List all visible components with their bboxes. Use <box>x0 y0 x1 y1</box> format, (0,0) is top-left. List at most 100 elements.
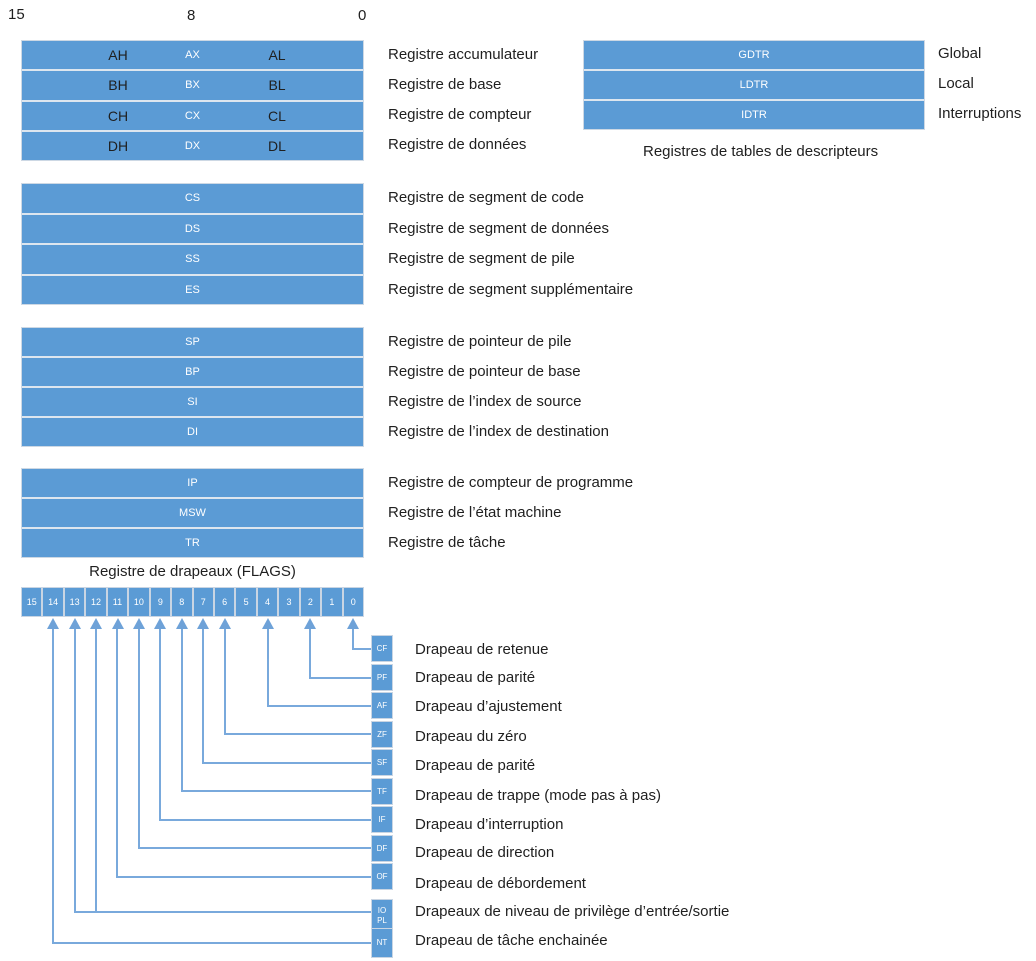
flags-bit-13: 13 <box>63 587 86 617</box>
register-cx-row: CH CX CL <box>22 102 363 132</box>
desc-overflow-flag: Drapeau de débordement <box>415 875 586 892</box>
register-msw-row: MSW <box>22 499 363 529</box>
desc-base-pointer: Registre de pointeur de base <box>388 363 581 380</box>
connector-pf-hline <box>309 677 371 679</box>
connector-nt-hline <box>52 942 371 944</box>
flag-pf-box: PF <box>371 664 393 691</box>
connector-tf-vline <box>181 629 183 792</box>
control-registers-block: IP MSW TR <box>21 468 364 558</box>
flags-bit-0: 0 <box>342 587 364 617</box>
desc-sign-flag: Drapeau de parité <box>415 757 536 774</box>
register-sp-row: SP <box>22 328 363 358</box>
descriptor-tables-caption: Registres de tables de descripteurs <box>643 143 879 160</box>
connector-zf-hline <box>224 733 371 735</box>
register-si-row: SI <box>22 388 363 418</box>
desc-nested-task-flag: Drapeau de tâche enchainée <box>415 932 608 949</box>
register-ldtr-label: LDTR <box>739 79 769 91</box>
bit-scale-0: 0 <box>358 7 367 24</box>
connector-cf-vline <box>352 629 354 650</box>
register-idtr-label: IDTR <box>741 109 767 121</box>
connector-if-vline <box>159 629 161 821</box>
register-al-label: AL <box>268 47 286 64</box>
connector-af-vline <box>267 629 269 707</box>
general-registers-block: AH AX AL BH BX BL CH CX CL DH DX DL <box>21 40 364 161</box>
register-ax-row: AH AX AL <box>22 41 363 72</box>
flag-iopl-box: IO PL <box>371 899 393 933</box>
register-sp-label: SP <box>185 336 200 348</box>
register-tr-label: TR <box>185 537 200 549</box>
register-bl-label: BL <box>268 77 286 94</box>
pointer-registers-block: SP BP SI DI <box>21 327 364 447</box>
arrow-bit10-icon <box>133 618 145 629</box>
flags-bit-row: 15 14 13 12 11 10 9 8 7 6 5 4 3 2 1 0 <box>21 587 364 617</box>
connector-if-hline <box>159 819 371 821</box>
flag-if-label: IF <box>378 814 386 824</box>
connector-df-hline <box>138 847 371 849</box>
register-es-row: ES <box>22 276 363 305</box>
register-si-label: SI <box>187 396 198 408</box>
arrow-bit4-icon <box>262 618 274 629</box>
register-bp-row: BP <box>22 358 363 388</box>
desc-source-index: Registre de l’index de source <box>388 393 582 410</box>
connector-nt-vline <box>52 629 54 944</box>
register-ldtr-row: LDTR <box>584 71 924 101</box>
desc-data: Registre de données <box>388 136 527 153</box>
flag-nt-box: NT <box>371 928 393 958</box>
flag-af-box: AF <box>371 692 393 719</box>
flag-zf-box: ZF <box>371 721 393 748</box>
flag-df-label: DF <box>376 843 388 853</box>
register-gdtr-label: GDTR <box>738 49 770 61</box>
desc-task-register: Registre de tâche <box>388 534 506 551</box>
connector-zf-vline <box>224 629 226 735</box>
desc-trap-flag: Drapeau de trappe (mode pas à pas) <box>415 787 661 804</box>
register-bx-label: BX <box>185 79 200 92</box>
register-idtr-row: IDTR <box>584 101 924 129</box>
desc-iopl-flag: Drapeaux de niveau de privilège d’entrée… <box>415 903 730 920</box>
desc-data-segment: Registre de segment de données <box>388 220 609 237</box>
flags-bit-2: 2 <box>299 587 322 617</box>
arrow-bit6-icon <box>219 618 231 629</box>
flags-bit-7: 7 <box>192 587 214 617</box>
connector-df-vline <box>138 629 140 849</box>
flag-sf-box: SF <box>371 749 393 776</box>
bit-scale-8: 8 <box>187 7 196 24</box>
register-ax-label: AX <box>185 49 200 62</box>
connector-iopl-hline <box>74 911 371 913</box>
flags-bit-15: 15 <box>21 587 43 617</box>
register-dx-label: DX <box>184 139 201 152</box>
flag-zf-label: ZF <box>377 729 387 739</box>
bit-scale-15: 15 <box>8 6 25 23</box>
register-dh-label: DH <box>107 137 129 154</box>
register-ss-row: SS <box>22 245 363 276</box>
connector-sf-hline <box>202 762 371 764</box>
arrow-bit13-icon <box>69 618 81 629</box>
desc-global: Global <box>938 45 982 62</box>
desc-parity-flag: Drapeau de parité <box>415 669 536 686</box>
flag-pf-label: PF <box>376 672 388 682</box>
register-ip-row: IP <box>22 469 363 499</box>
arrow-bit12-icon <box>90 618 102 629</box>
flags-bit-1: 1 <box>321 587 343 617</box>
flag-sf-label: SF <box>376 757 388 767</box>
register-dx-row: DH DX DL <box>22 132 363 160</box>
arrow-bit8-icon <box>176 618 188 629</box>
register-cl-label: CL <box>268 107 286 124</box>
register-tr-row: TR <box>22 529 363 557</box>
flag-tf-label: TF <box>377 786 387 796</box>
register-ss-label: SS <box>185 253 200 266</box>
desc-interruptions: Interruptions <box>938 105 1022 122</box>
arrow-bit7-icon <box>197 618 209 629</box>
connector-tf-hline <box>181 790 371 792</box>
register-ds-label: DS <box>184 222 201 235</box>
flag-cf-box: CF <box>371 635 393 662</box>
arrow-bit2-icon <box>304 618 316 629</box>
flags-bit-10: 10 <box>128 587 150 617</box>
connector-cf-hline <box>352 648 371 650</box>
flags-bit-6: 6 <box>213 587 236 617</box>
desc-local: Local <box>938 75 974 92</box>
desc-accumulator: Registre accumulateur <box>388 46 539 63</box>
flags-bit-4: 4 <box>256 587 279 617</box>
flag-of-box: OF <box>371 863 393 890</box>
desc-adjust-flag: Drapeau d’ajustement <box>415 698 562 715</box>
